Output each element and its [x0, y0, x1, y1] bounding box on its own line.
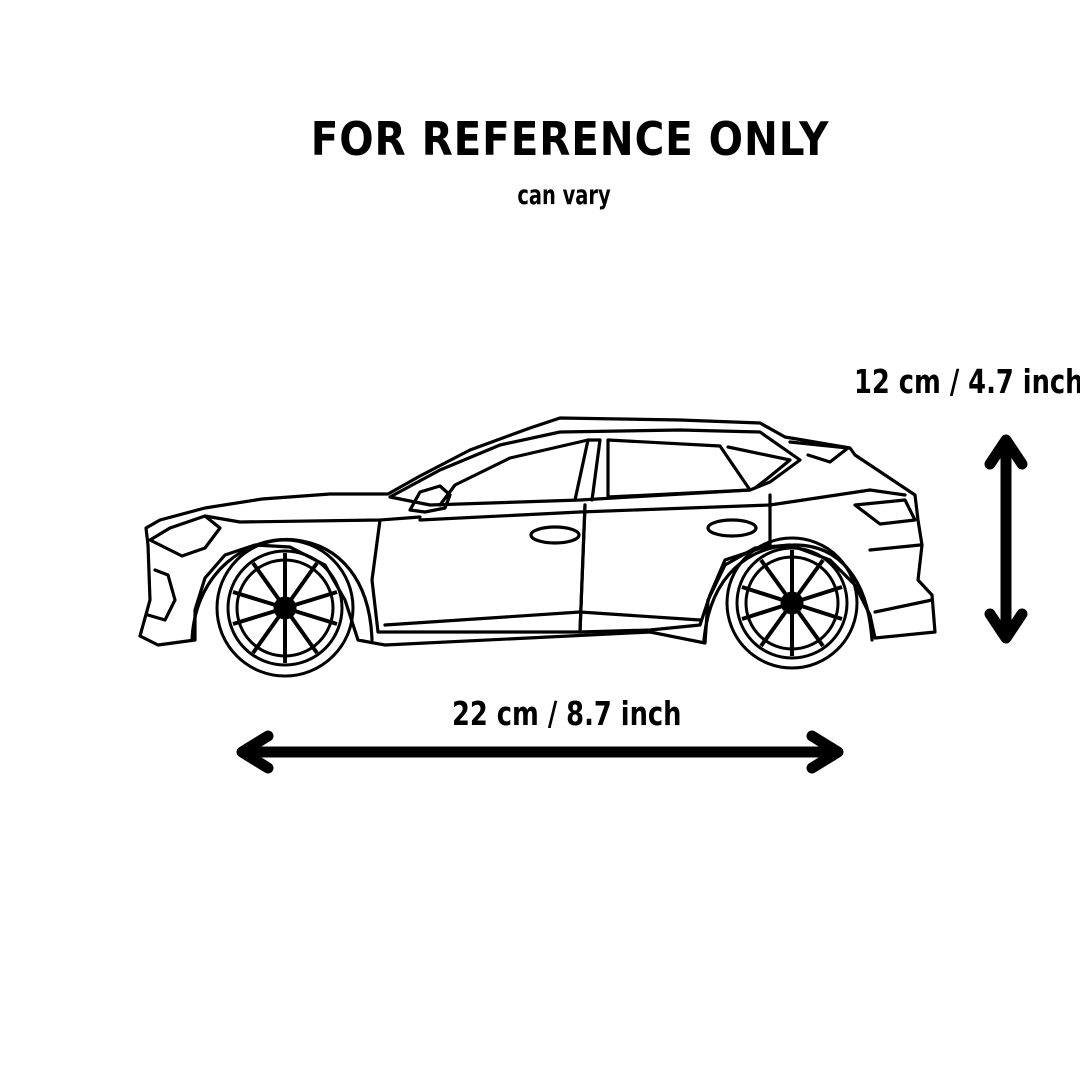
- rear-door-handle: [706, 518, 758, 538]
- page-title: FOR REFERENCE ONLY: [310, 112, 830, 166]
- headlight: [148, 514, 222, 558]
- rear-wheel: [725, 536, 859, 670]
- window-outline: [388, 428, 802, 507]
- side-mirror: [408, 484, 452, 514]
- front-window: [438, 438, 590, 507]
- front-wheel: [215, 538, 355, 678]
- height-dimension-label: 12 cm / 4.7 inch: [854, 362, 1080, 401]
- car-illustration: [138, 416, 937, 647]
- pillar-b: [586, 438, 602, 502]
- page-subtitle: can vary: [517, 180, 611, 211]
- rear-bumper-line: [868, 543, 934, 614]
- side-skirt: [383, 610, 702, 627]
- hood-line: [203, 514, 422, 524]
- rear-window: [606, 438, 752, 499]
- width-dimension-label: 22 cm / 8.7 inch: [452, 694, 682, 733]
- front-door-handle: [529, 525, 581, 545]
- rear-wheel-arch: [702, 543, 874, 642]
- car-body-outline: [138, 416, 937, 647]
- tail-light: [853, 498, 917, 526]
- rear-door-outline: [578, 493, 772, 634]
- roof-spoiler: [788, 440, 850, 464]
- rear-quarter-window: [726, 445, 792, 490]
- front-intake-line: [146, 568, 177, 622]
- front-bumper-line: [138, 543, 152, 638]
- width-arrow-icon: [236, 730, 844, 774]
- beltline: [418, 488, 907, 522]
- height-arrow-icon: [984, 434, 1028, 644]
